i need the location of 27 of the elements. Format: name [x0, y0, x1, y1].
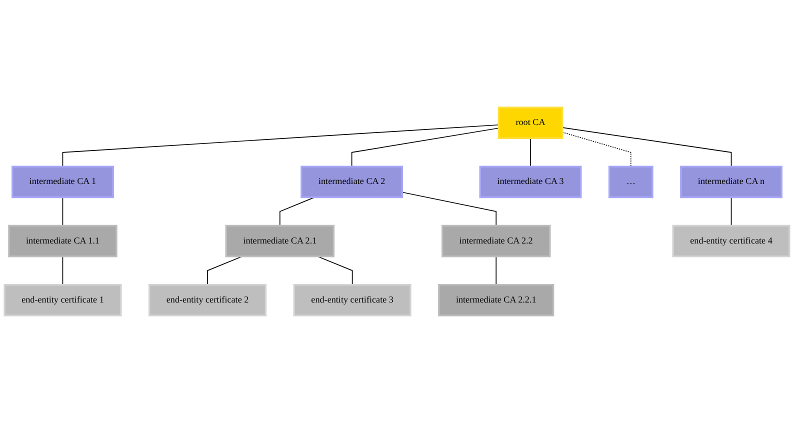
node-box: end-entity certificate 2 [148, 284, 267, 316]
node-box: intermediate CA 2.2 [441, 224, 551, 258]
node-box: intermediate CA 1 [12, 166, 114, 198]
node-box: end-entity certificate 4 [672, 224, 790, 258]
connector [351, 128, 500, 168]
connector [207, 256, 243, 286]
connector [62, 256, 64, 286]
connector [730, 196, 732, 226]
node-box: intermediate CA n [680, 166, 782, 198]
connector [280, 196, 315, 226]
node-box: end-entity certificate 1 [4, 284, 122, 316]
connector [562, 127, 732, 168]
connector [496, 256, 497, 286]
node-box: intermediate CA 1.1 [8, 224, 118, 258]
connector [402, 192, 497, 226]
node-box: intermediate CA 2.2.1 [438, 284, 554, 316]
connector [317, 256, 353, 286]
connector [562, 132, 632, 168]
node-box: intermediate CA 2 [300, 166, 404, 198]
node-box: intermediate CA 2.1 [225, 224, 335, 258]
node-box: end-entity certificate 3 [293, 284, 412, 316]
node-box: intermediate CA 3 [479, 166, 582, 198]
node-box: root CA [498, 106, 564, 140]
node-box: … [608, 166, 654, 198]
connector [62, 196, 64, 226]
connector [62, 124, 500, 168]
connector [530, 138, 531, 168]
